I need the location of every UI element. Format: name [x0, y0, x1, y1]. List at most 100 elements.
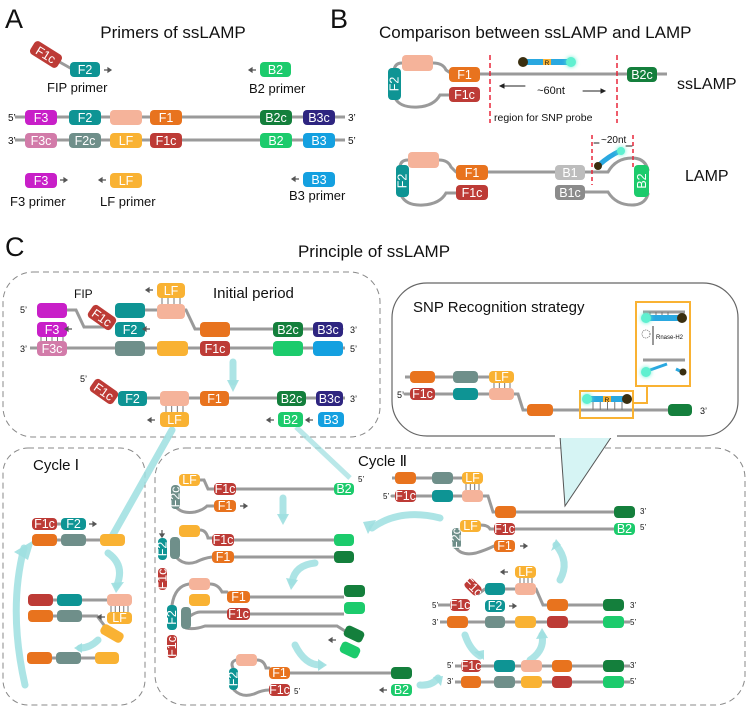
segment-shape: [462, 472, 483, 484]
segment-f1: F1: [150, 110, 182, 125]
segment-shape: [110, 133, 142, 148]
segment-label: F1c: [34, 517, 55, 531]
segment-f1c: F1c: [227, 607, 250, 621]
panel-label-c: C: [5, 232, 25, 262]
cycle2-box: [154, 447, 746, 706]
segment-f1c: [552, 676, 572, 688]
arrowhead-icon: [474, 650, 484, 660]
segment-label: LF: [119, 174, 134, 188]
segment-f2c: [56, 652, 81, 664]
segment-shape: [461, 660, 481, 672]
segment-b3c: B3c: [313, 322, 343, 337]
segment-shape: [200, 391, 229, 406]
segment-shape: [157, 283, 185, 298]
segment-f3c: F3c: [37, 341, 67, 356]
segment-f1c: F1c: [165, 635, 179, 658]
segment-f1c: F1c: [395, 489, 416, 503]
segment-label: F1: [457, 68, 472, 82]
segment-b2: B2: [334, 482, 354, 496]
segment-shape: [334, 483, 354, 495]
cycle2-arrow: [288, 559, 319, 586]
cycle2-arrow: [552, 541, 568, 584]
segment-f1: F1: [456, 165, 488, 180]
arrowhead-icon: [433, 676, 443, 686]
sslamp-distance: ~60nt: [537, 85, 565, 97]
segment-f2c: F2c: [168, 485, 182, 509]
segment-f1: [32, 534, 57, 546]
strand: [454, 544, 496, 556]
segment-shape: [303, 110, 335, 125]
segment-label: F1c: [205, 342, 226, 356]
segment-shape: [107, 612, 132, 624]
segment-shape: [214, 483, 236, 495]
region-label: region for SNP probe: [494, 112, 593, 124]
segment-f2: F2: [165, 605, 179, 630]
segment-label: F2: [125, 392, 140, 406]
strand: [174, 555, 214, 565]
extension-arrow-icon: [146, 416, 155, 424]
segment-shape: [32, 518, 57, 530]
segment-shape: [614, 506, 635, 518]
panel-label-a: A: [5, 4, 23, 34]
segment-shape: [603, 676, 624, 688]
segment-label: LF: [167, 413, 182, 427]
segment-shape: [37, 341, 67, 356]
segment-b2c: B2c: [260, 110, 292, 125]
segment-b2c: [334, 551, 354, 563]
strand: [198, 478, 336, 491]
strand: [184, 624, 347, 633]
segment-lf: LF: [157, 283, 185, 298]
segment-label: B2c: [277, 323, 299, 337]
extension-arrow-icon: [89, 520, 98, 528]
segment-shape: [115, 303, 145, 318]
b3-primer-label: B3 primer: [289, 188, 346, 203]
segment-shape: [37, 322, 67, 337]
segment-f1: [395, 472, 416, 484]
segment-label: F1c: [462, 186, 483, 200]
segment-label: F2c: [75, 134, 96, 148]
f3-primer-block: F3: [25, 173, 57, 188]
segment-f2c: [485, 616, 505, 628]
segment-f2c: [432, 472, 453, 484]
arrowhead-icon: [74, 643, 82, 653]
end-label: 3’: [700, 406, 707, 416]
segment-shape: [160, 412, 189, 427]
segment-label: B2: [268, 63, 283, 77]
segment-shape: [447, 616, 468, 628]
segment-lfc: [107, 594, 132, 606]
segment-shape: [61, 518, 86, 530]
segment-shape: [494, 540, 515, 552]
segment-shape: [515, 616, 536, 628]
segment-shape: [29, 41, 63, 68]
extension-arrow-icon: [60, 176, 69, 184]
segment-lf: LF: [160, 412, 189, 427]
segment-shape: [260, 62, 291, 77]
segment-label: F2c: [449, 528, 463, 549]
end-label: 5’: [8, 113, 16, 124]
segment-lf: [157, 341, 188, 356]
segment-label: B2c: [281, 392, 303, 406]
segment-b2: B2: [278, 412, 303, 427]
segment-shape: [115, 322, 145, 337]
product-f1c: F1c: [89, 378, 119, 405]
segment-label: B3: [323, 413, 338, 427]
segment-b3c: B3c: [316, 391, 343, 406]
segment-shape: [28, 610, 53, 622]
arrowhead-icon: [551, 539, 561, 551]
segment-lfc: [462, 490, 483, 502]
extension-arrow-icon: [97, 176, 106, 184]
segment-label: B2: [394, 683, 409, 697]
segment-b3: B3: [318, 412, 344, 427]
lamp-loop: [583, 190, 650, 207]
segment-b1c: B1c: [555, 185, 585, 200]
fip-primer-label: FIP primer: [47, 80, 108, 95]
segment-f1: [200, 322, 230, 337]
segment-f2c: [181, 607, 191, 629]
segment-f2c: [494, 676, 515, 688]
segment-f1c: [547, 616, 568, 628]
arrowhead-icon: [111, 582, 124, 593]
probe-base-label: R: [545, 60, 550, 67]
quencher-icon: [677, 313, 687, 323]
segment-lf: [100, 534, 125, 546]
